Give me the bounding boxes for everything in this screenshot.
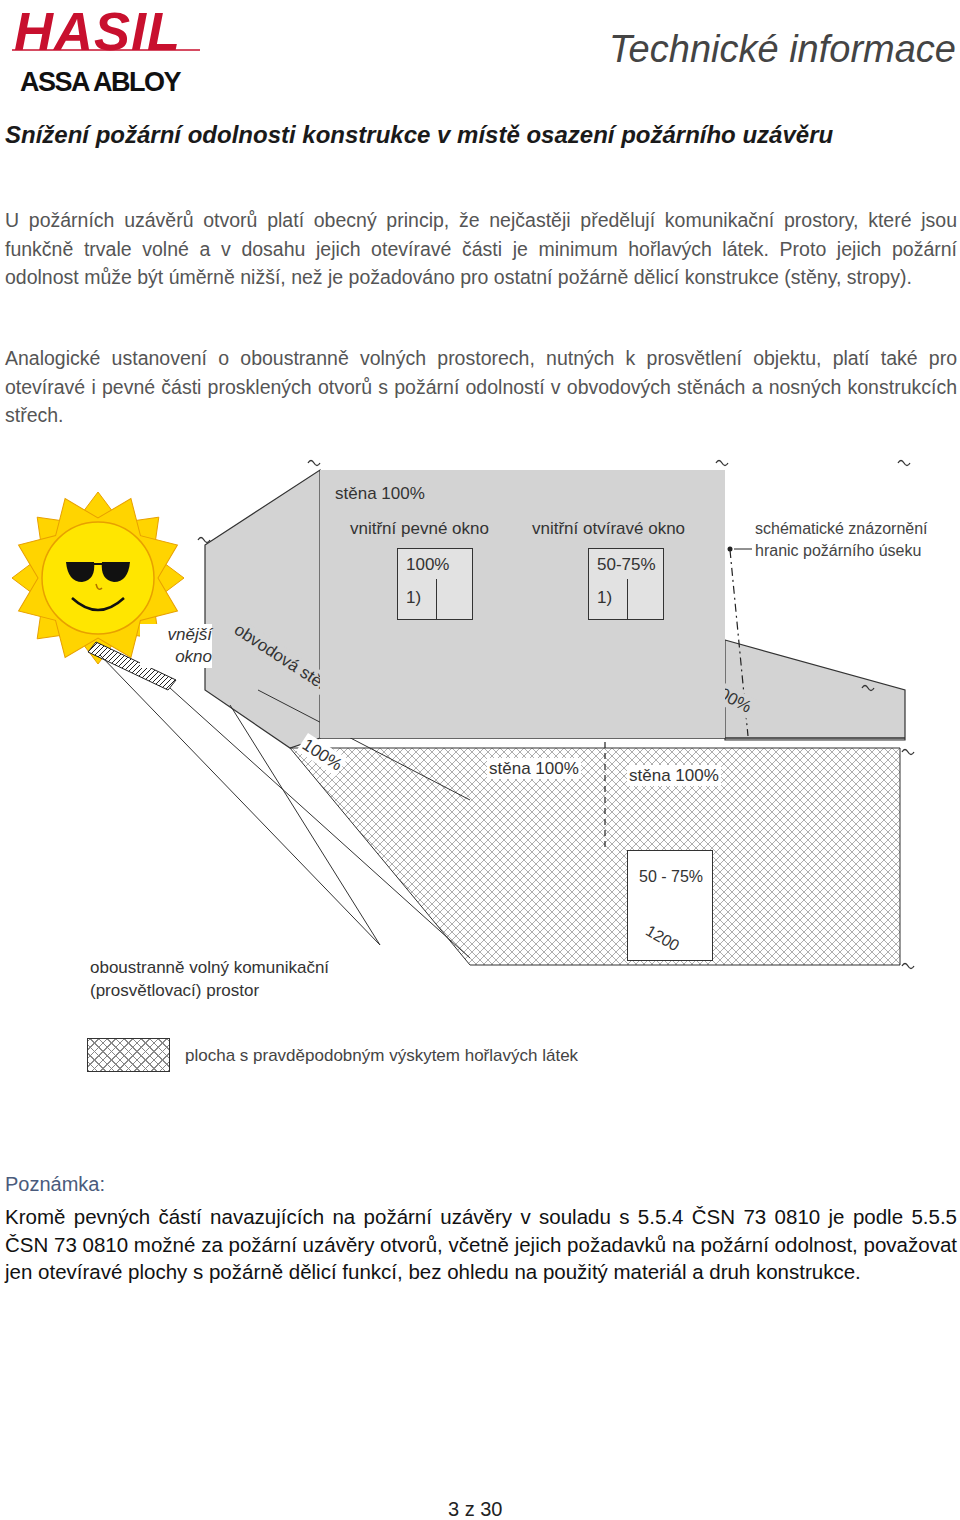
body-paragraph: U požárních uzávěrů otvorů platí obecný …	[5, 206, 957, 292]
fixed-window: 100% 1) vnitřní pevné okno	[345, 515, 520, 623]
window-rating: 1)	[406, 587, 421, 608]
fire-door: 50 - 75% 1200	[627, 850, 713, 961]
window-rating: 100%	[406, 554, 449, 575]
page-title: Snížení požární odolnosti konstrukce v m…	[5, 118, 957, 152]
body-paragraph: Analogické ustanovení o oboustranně voln…	[5, 344, 957, 430]
window-label: vnější okno	[140, 624, 212, 668]
wall-label: stěna 100%	[487, 758, 581, 779]
brand-logo: HASIL	[14, 0, 181, 66]
window-rating: 50-75%	[597, 554, 656, 575]
window-frame: 50-75% 1)	[588, 548, 664, 620]
window-rating: 1)	[597, 587, 612, 608]
note-heading: Poznámka:	[5, 1172, 105, 1197]
window-frame: 100% 1)	[397, 548, 473, 620]
node-heading: 50 - 75%	[639, 867, 703, 887]
page-number: 3 z 30	[448, 1497, 502, 1520]
window-mullion	[436, 579, 437, 619]
node-text: 1200	[642, 921, 683, 956]
window-mullion	[627, 579, 628, 619]
legend-text: plocha s pravděpodobným výskytem hořlavý…	[185, 1045, 578, 1066]
fire-wall: stěna 100% 100% 1) vnitřní pevné okno 50-75%…	[320, 470, 725, 738]
openable-window: 50-75% 1) vnitřní otvíravé okno	[527, 515, 719, 623]
boundary-note: schématické znázornění hranic požárního …	[755, 518, 950, 562]
node-heading: stěna 100%	[335, 483, 425, 504]
brand-subtitle: ASSA ABLOY	[20, 66, 180, 100]
header-title: Technické informace	[609, 26, 956, 74]
wall-label: stěna 100%	[627, 765, 721, 786]
legend-swatch	[87, 1038, 170, 1072]
note-text: Kromě pevných částí navazujících na požá…	[5, 1203, 957, 1286]
node-heading: vnitřní pevné okno	[350, 518, 489, 539]
node-heading: vnitřní otvíravé okno	[532, 518, 685, 539]
space-label: oboustranně volný komunikační (prosvětlo…	[90, 956, 362, 1002]
